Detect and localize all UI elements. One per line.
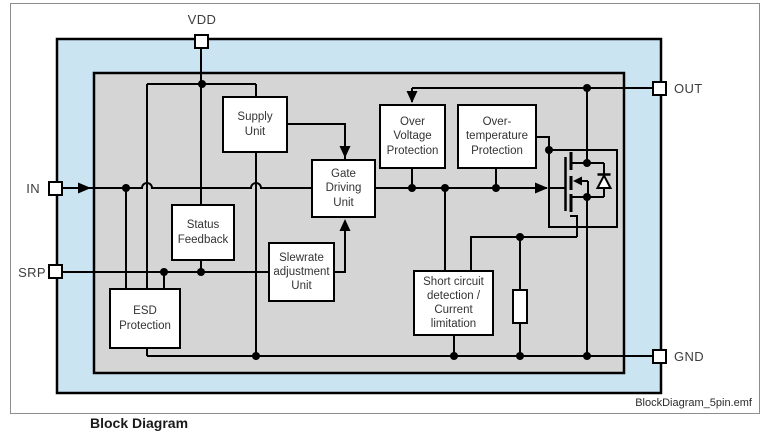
body-diode-icon <box>595 173 613 189</box>
block-gate-driving-unit: Gate Driving Unit <box>311 159 376 218</box>
mosfet-body-arrow-icon <box>573 176 582 186</box>
sense-resistor-symbol <box>512 289 528 324</box>
slewrate-to-gate-arrow-icon <box>339 219 351 231</box>
block-supply-unit: Supply Unit <box>222 96 288 153</box>
block-slewrate-adjustment-unit: Slewrate adjustment Unit <box>268 242 335 302</box>
gnd-pin-label: GND <box>674 349 705 364</box>
filename-watermark: BlockDiagram_5pin.emf <box>635 397 752 409</box>
gate-drive-arrow-icon <box>535 182 548 194</box>
block-over-voltage-protection: Over Voltage Protection <box>379 104 446 169</box>
block-status-feedback: Status Feedback <box>171 204 235 261</box>
supply-to-gate-arrow-icon <box>339 146 351 158</box>
block-esd-protection: ESD Protection <box>109 288 181 349</box>
wires-group <box>62 48 652 357</box>
arrowheads <box>78 91 548 231</box>
out-to-ovp-arrow-icon <box>406 91 418 103</box>
power-mosfet-symbol <box>548 149 618 228</box>
in-pin <box>48 181 63 196</box>
out-pin-label: OUT <box>674 81 703 96</box>
gnd-pin <box>652 349 667 364</box>
srp-pin <box>48 264 63 279</box>
in-arrow-icon <box>78 182 91 194</box>
block-over-temperature-protection: Over- temperature Protection <box>457 104 537 169</box>
in-pin-label: IN <box>26 181 40 196</box>
vdd-pin-label: VDD <box>187 12 217 27</box>
figure-caption: Block Diagram <box>90 415 189 431</box>
out-pin <box>652 81 667 96</box>
vdd-pin <box>194 34 209 49</box>
block-short-circuit-detection: Short circuit detection / Current limita… <box>413 270 494 336</box>
srp-pin-label: SRP <box>18 265 46 280</box>
